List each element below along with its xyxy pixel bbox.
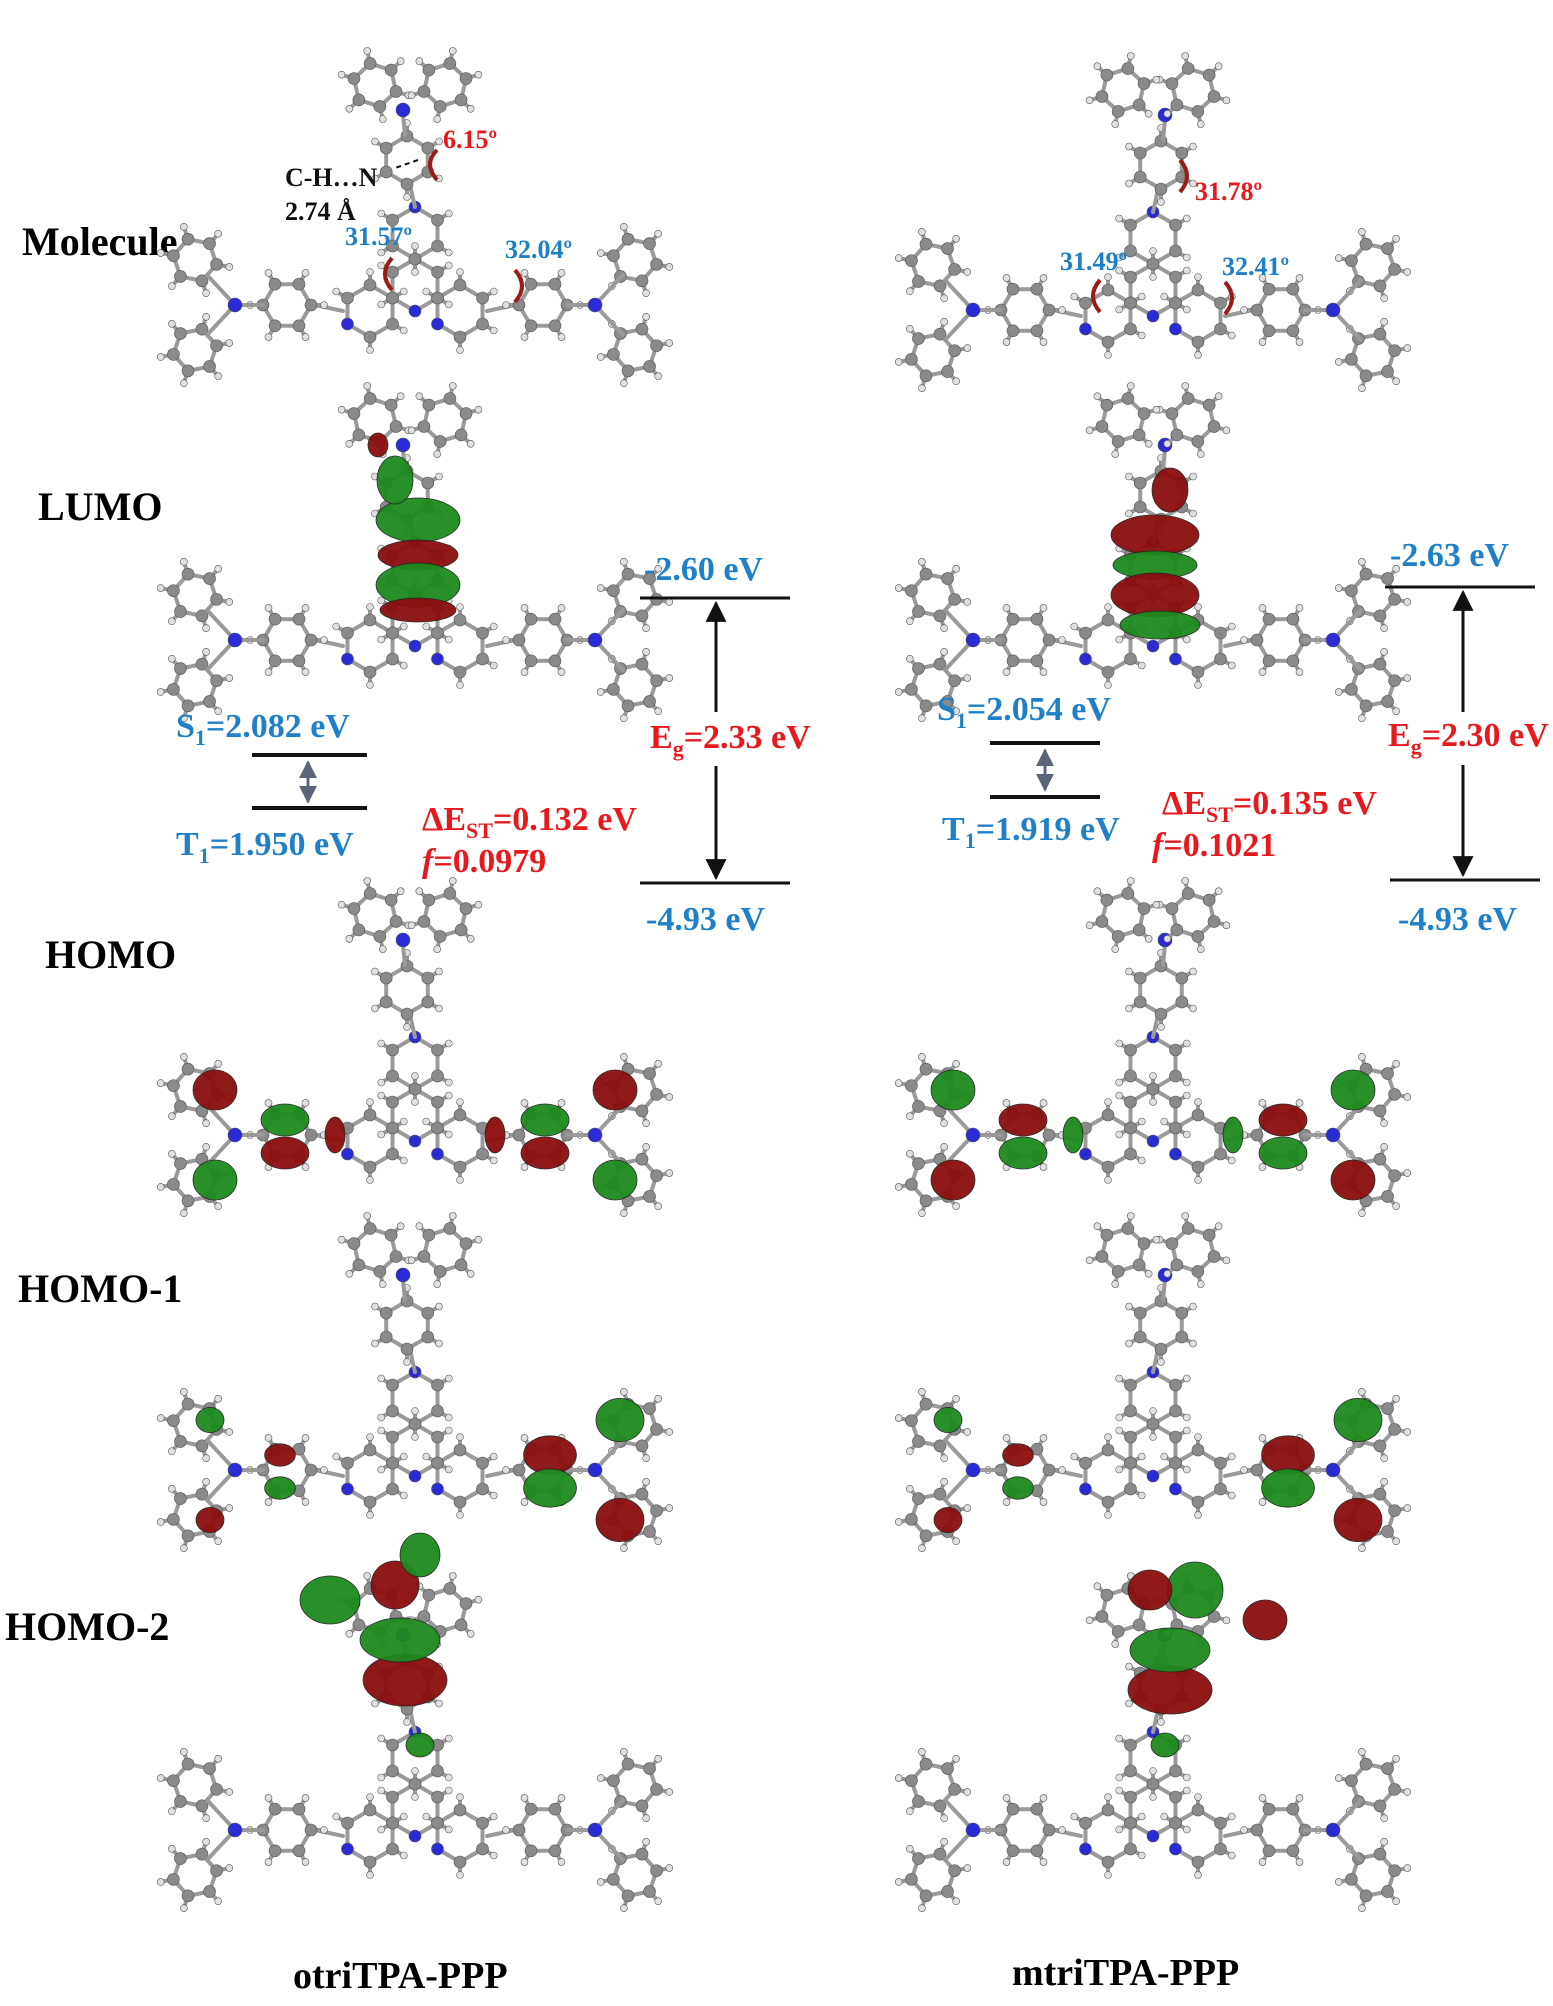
otri-lumo-level: -2.60 eV — [644, 551, 763, 588]
otri-angle-top: 6.15º — [443, 125, 497, 154]
mtri-eg-label: Eg=2.30 eV — [1388, 717, 1549, 759]
mtri-homo1-orbital — [894, 1212, 1412, 1552]
otri-angle-right: 32.04º — [505, 235, 572, 264]
mtri-oscillator-strength: f=0.1021 — [1152, 827, 1276, 864]
otri-homo2-orbital — [156, 1532, 674, 1912]
otri-delta-est: ΔEST=0.132 eV — [422, 801, 637, 843]
otri-angle-left: 31.57º — [345, 222, 412, 251]
row-label-homo1: HOMO-1 — [18, 1266, 182, 1311]
otri-energy-diagram: -2.60 eV -4.93 eV Eg=2.33 eV S1=2.082 eV… — [176, 551, 811, 938]
otri-eg-label: Eg=2.33 eV — [650, 719, 811, 761]
otri-homo-orbital — [156, 877, 674, 1217]
mtri-homo2-orbital — [894, 1561, 1412, 1912]
mtri-dihedral-markers — [1091, 158, 1234, 316]
mtri-delta-est: ΔEST=0.135 eV — [1162, 785, 1377, 827]
otri-t1-label: T1=1.950 eV — [176, 826, 354, 868]
mtri-lumo-orbital — [894, 382, 1412, 722]
mtri-compound-name: mtriTPA-PPP — [1012, 1952, 1239, 1994]
otri-hbond-label: C-H…N — [285, 163, 378, 192]
mtri-s1-label: S1=2.054 eV — [937, 691, 1111, 733]
otri-s1-label: S1=2.082 eV — [176, 708, 350, 750]
row-label-lumo: LUMO — [38, 484, 162, 529]
row-label-homo2: HOMO-2 — [5, 1604, 169, 1649]
mtri-angle-top: 31.78º — [1195, 177, 1262, 206]
otri-molecule-structure — [156, 47, 674, 387]
otri-lumo-orbital — [156, 382, 674, 722]
row-label-molecule: Molecule — [22, 219, 178, 264]
mtri-homo-level: -4.93 eV — [1398, 901, 1517, 938]
otri-oscillator-strength: f=0.0979 — [422, 843, 546, 880]
mtri-angle-left: 31.49º — [1060, 247, 1127, 276]
mtri-homo-orbital — [894, 877, 1412, 1217]
mtri-energy-diagram: -2.63 eV -4.93 eV Eg=2.30 eV S1=2.054 eV… — [937, 537, 1549, 938]
otri-dihedral-markers — [383, 148, 524, 304]
mtri-angle-right: 32.41º — [1222, 252, 1289, 281]
mtri-molecule-structure — [894, 52, 1412, 392]
mtri-t1-label: T1=1.919 eV — [942, 811, 1120, 853]
otri-hbond-distance: 2.74 Å — [285, 197, 356, 226]
row-label-homo: HOMO — [45, 932, 176, 977]
otri-compound-name: otriTPA-PPP — [293, 1955, 508, 1997]
otri-homo1-orbital — [156, 1212, 674, 1552]
otri-homo-level: -4.93 eV — [646, 901, 765, 938]
mtri-lumo-level: -2.63 eV — [1390, 537, 1509, 574]
